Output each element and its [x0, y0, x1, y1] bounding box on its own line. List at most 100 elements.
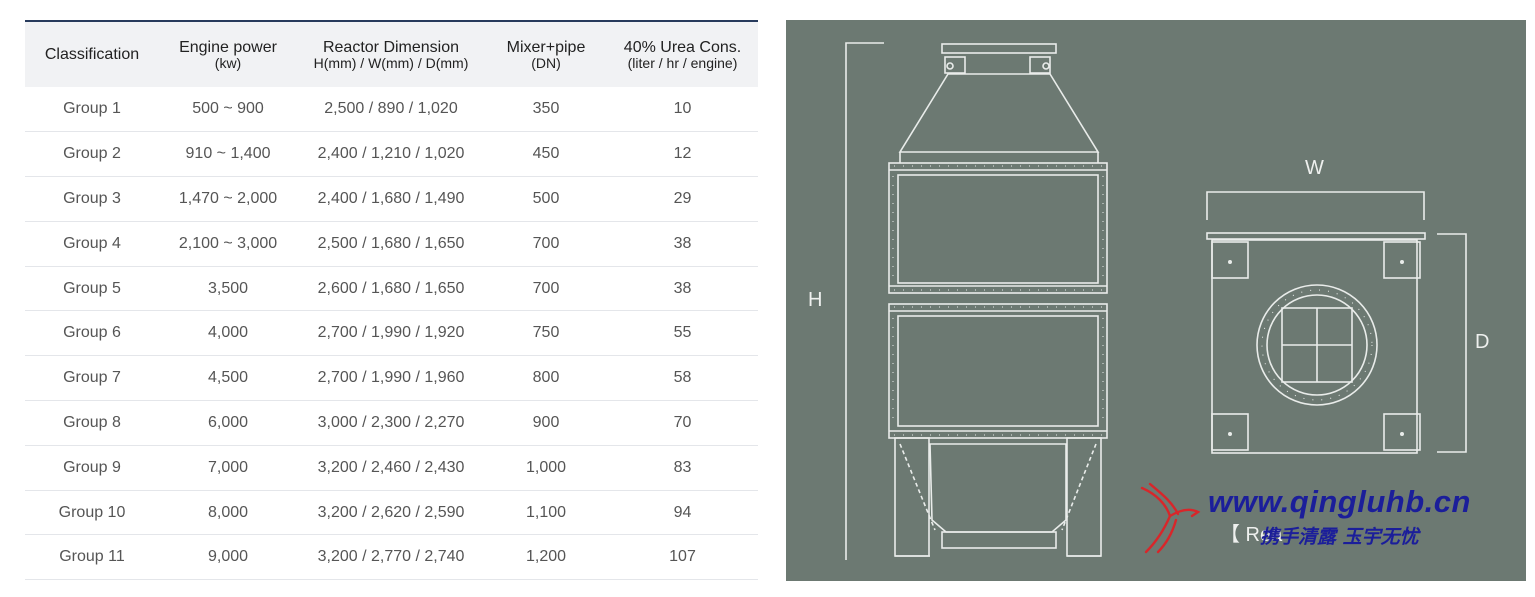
cell-mixer-pipe: 450	[532, 145, 560, 163]
cell-mixer-pipe: 350	[532, 100, 560, 118]
label-d: D	[1475, 331, 1489, 353]
bird-logo-icon	[1140, 482, 1201, 554]
top-flange	[941, 43, 1057, 54]
top-ear-left	[944, 56, 966, 74]
cell-engine-power: 4,500	[207, 369, 249, 387]
cell-classification: Group 7	[63, 369, 121, 387]
header-classification: Classification	[44, 46, 140, 63]
side-frame	[1211, 239, 1418, 454]
cell-urea-consumption: 70	[673, 413, 692, 431]
side-top-plate	[1206, 232, 1426, 240]
side-flange-outer	[1256, 284, 1378, 406]
cell-urea-consumption: 10	[673, 100, 692, 118]
label-h: H	[808, 289, 822, 311]
cell-classification: Group 5	[63, 279, 121, 297]
header-mixer-pipe: Mixer+pipe(DN)	[506, 38, 586, 71]
cell-mixer-pipe: 700	[532, 279, 560, 297]
inlet-hood	[898, 73, 1100, 153]
cell-mixer-pipe: 500	[532, 189, 560, 207]
cell-reactor-dimension: 2,500 / 890 / 1,020	[324, 100, 458, 118]
cell-mixer-pipe: 900	[532, 413, 560, 431]
upper-catalyst-block	[888, 162, 1108, 294]
header-urea-consumption: 40% Urea Cons.(liter / hr / engine)	[623, 38, 742, 71]
cell-urea-consumption: 29	[673, 189, 692, 207]
watermark-url: www.qingluhb.cn	[1208, 484, 1471, 519]
cell-engine-power: 4,000	[207, 324, 249, 342]
cell-engine-power: 6,000	[207, 413, 249, 431]
top-ear-right	[1029, 56, 1051, 74]
header-engine-power: Engine power(kw)	[179, 38, 277, 71]
cell-urea-consumption: 55	[673, 324, 692, 342]
cell-reactor-dimension: 3,200 / 2,770 / 2,740	[317, 548, 465, 566]
cell-mixer-pipe: 700	[532, 234, 560, 252]
cell-mixer-pipe: 1,100	[525, 503, 567, 521]
w-dimension-line	[1206, 191, 1425, 220]
table-row: Group 9 7,000 3,200 / 2,460 / 2,430 1,000 83	[25, 445, 758, 491]
table-row: Group 1 500 ~ 900 2,500 / 890 / 1,020 350 10	[25, 87, 758, 132]
cell-classification: Group 3	[63, 189, 121, 207]
cell-reactor-dimension: 2,500 / 1,680 / 1,650	[317, 234, 465, 252]
cell-classification: Group 2	[63, 145, 121, 163]
table-top-rule	[25, 20, 758, 22]
h-dimension-line	[845, 42, 884, 560]
cell-reactor-dimension: 3,200 / 2,460 / 2,430	[317, 458, 465, 476]
table-row: Group 11 9,000 3,200 / 2,770 / 2,740 1,200 1…	[25, 535, 758, 580]
cell-reactor-dimension: 2,400 / 1,210 / 1,020	[317, 145, 465, 163]
table-row: Group 5 3,500 2,600 / 1,680 / 1,650 700 38	[25, 266, 758, 311]
cell-engine-power: 2,100 ~ 3,000	[178, 234, 278, 252]
cell-urea-consumption: 58	[673, 369, 692, 387]
support-leg-left	[894, 437, 930, 557]
lower-catalyst-block	[888, 303, 1108, 439]
cell-classification: Group 9	[63, 458, 121, 476]
reactor-spec-table-container: Classification Engine power(kw) Reactor …	[25, 20, 758, 580]
support-leg-right	[1066, 437, 1102, 557]
site-watermark: www.qingluhb.cn 【 Rea 携手清露 玉宇无忧	[1136, 480, 1516, 560]
cell-reactor-dimension: 3,000 / 2,300 / 2,270	[317, 413, 465, 431]
table-row: Group 8 6,000 3,000 / 2,300 / 2,270 900 70	[25, 401, 758, 446]
table-row: Group 4 2,100 ~ 3,000 2,500 / 1,680 / 1,65…	[25, 221, 758, 267]
cell-engine-power: 7,000	[207, 458, 249, 476]
diagram-caption: 【 Rea	[1220, 524, 1283, 546]
d-dimension-line	[1437, 233, 1467, 453]
cell-mixer-pipe: 1,200	[525, 548, 567, 566]
cell-reactor-dimension: 2,700 / 1,990 / 1,920	[317, 324, 465, 342]
cell-classification: Group 11	[59, 548, 125, 566]
cell-reactor-dimension: 2,700 / 1,990 / 1,960	[317, 369, 465, 387]
cell-classification: Group 10	[58, 503, 126, 521]
cell-engine-power: 500 ~ 900	[192, 100, 264, 118]
cell-reactor-dimension: 2,600 / 1,680 / 1,650	[317, 279, 465, 297]
table-row: Group 10 8,000 3,200 / 2,620 / 2,590 1,100 9…	[25, 490, 758, 535]
outlet-flange	[941, 531, 1057, 549]
cell-mixer-pipe: 1,000	[525, 458, 567, 476]
cell-classification: Group 8	[63, 413, 121, 431]
cell-urea-consumption: 38	[673, 234, 692, 252]
cell-mixer-pipe: 800	[532, 369, 560, 387]
cell-classification: Group 6	[63, 324, 121, 342]
cell-classification: Group 4	[63, 234, 121, 252]
table-row: Group 7 4,500 2,700 / 1,990 / 1,960 800 58	[25, 356, 758, 401]
cell-engine-power: 910 ~ 1,400	[185, 145, 271, 163]
reactor-spec-table: Classification Engine power(kw) Reactor …	[25, 22, 758, 580]
cell-urea-consumption: 12	[673, 145, 692, 163]
reactor-drawing: H W D	[808, 42, 1489, 560]
cell-reactor-dimension: 3,200 / 2,620 / 2,590	[317, 503, 465, 521]
cell-reactor-dimension: 2,400 / 1,680 / 1,490	[317, 189, 465, 207]
cell-urea-consumption: 94	[673, 503, 692, 521]
cell-classification: Group 1	[63, 100, 121, 118]
watermark-slogan: 携手清露 玉宇无忧	[1260, 526, 1419, 548]
cell-engine-power: 1,470 ~ 2,000	[178, 189, 278, 207]
cell-mixer-pipe: 750	[532, 324, 560, 342]
cell-urea-consumption: 83	[673, 458, 692, 476]
table-row: Group 3 1,470 ~ 2,000 2,400 / 1,680 / 1,49…	[25, 177, 758, 222]
cell-engine-power: 8,000	[207, 503, 249, 521]
cell-urea-consumption: 107	[669, 548, 696, 566]
cell-engine-power: 3,500	[207, 279, 249, 297]
table-header-row: Classification Engine power(kw) Reactor …	[25, 22, 758, 87]
cell-urea-consumption: 38	[673, 279, 692, 297]
table-row: Group 2 910 ~ 1,400 2,400 / 1,210 / 1,020 4…	[25, 132, 758, 177]
outlet-transition	[929, 443, 1067, 533]
label-w: W	[1305, 157, 1324, 179]
cell-engine-power: 9,000	[207, 548, 249, 566]
table-row: Group 6 4,000 2,700 / 1,990 / 1,920 750 55	[25, 311, 758, 356]
